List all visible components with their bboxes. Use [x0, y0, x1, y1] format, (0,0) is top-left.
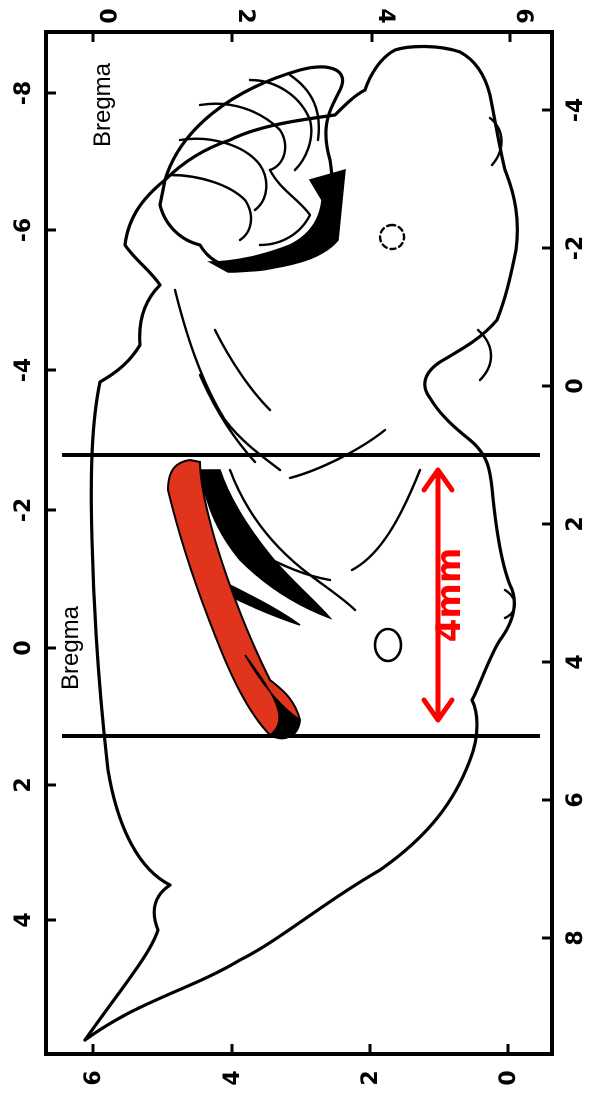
bregma-label-top: Bregma: [89, 62, 116, 147]
left-tick-label: 0: [11, 640, 36, 655]
left-tick-label: -4: [11, 358, 36, 382]
left-tick-label: -8: [11, 81, 36, 105]
left-tick-label: -2: [11, 498, 36, 522]
right-tick-label: -4: [563, 98, 588, 122]
fourth-ventricle-fill: [210, 170, 345, 272]
plot-frame: [46, 32, 552, 1054]
right-tick-label: 6: [563, 792, 588, 807]
top-tick-label: 6: [511, 8, 536, 23]
top-tick-label: 2: [233, 8, 258, 23]
brainstem-line-5: [352, 470, 420, 570]
bottom-axis-labels: 6 4 2 0: [81, 1070, 521, 1085]
anterior-commissure: [375, 629, 401, 661]
left-tick-label: 2: [11, 777, 36, 792]
right-tick-label: -2: [563, 236, 588, 260]
bottom-tick-label: 2: [358, 1070, 383, 1085]
bottom-tick-label: 4: [220, 1070, 245, 1085]
left-tick-label: 4: [11, 912, 36, 927]
left-axis-labels: -8 -6 -4 -2 0 2 4: [11, 81, 36, 928]
right-tick-label: 2: [563, 516, 588, 531]
right-tick-label: 0: [563, 378, 588, 393]
brainstem-line-2: [215, 330, 270, 410]
cerebellum-inner: [260, 170, 310, 245]
top-tick-label: 0: [94, 8, 119, 23]
top-tick-label: 4: [373, 8, 398, 23]
cerebellum-folia-3: [170, 175, 251, 240]
right-tick-label: 8: [563, 930, 588, 945]
right-axis-labels: -4 -2 0 2 4 6 8: [563, 98, 588, 946]
left-tick-label: -6: [11, 218, 36, 242]
small-structure: [380, 225, 404, 249]
bregma-label-middle: Bregma: [57, 605, 84, 690]
bottom-tick-label: 0: [496, 1070, 521, 1085]
bottom-tick-label: 6: [81, 1070, 106, 1085]
span-label: 4mm: [429, 548, 469, 643]
right-tick-label: 4: [563, 654, 588, 669]
cerebellum-folia-2: [180, 139, 266, 210]
top-axis-labels: 0 2 4 6: [94, 8, 536, 23]
brainstem-line-1: [175, 290, 280, 470]
brain-section: [85, 46, 517, 1040]
